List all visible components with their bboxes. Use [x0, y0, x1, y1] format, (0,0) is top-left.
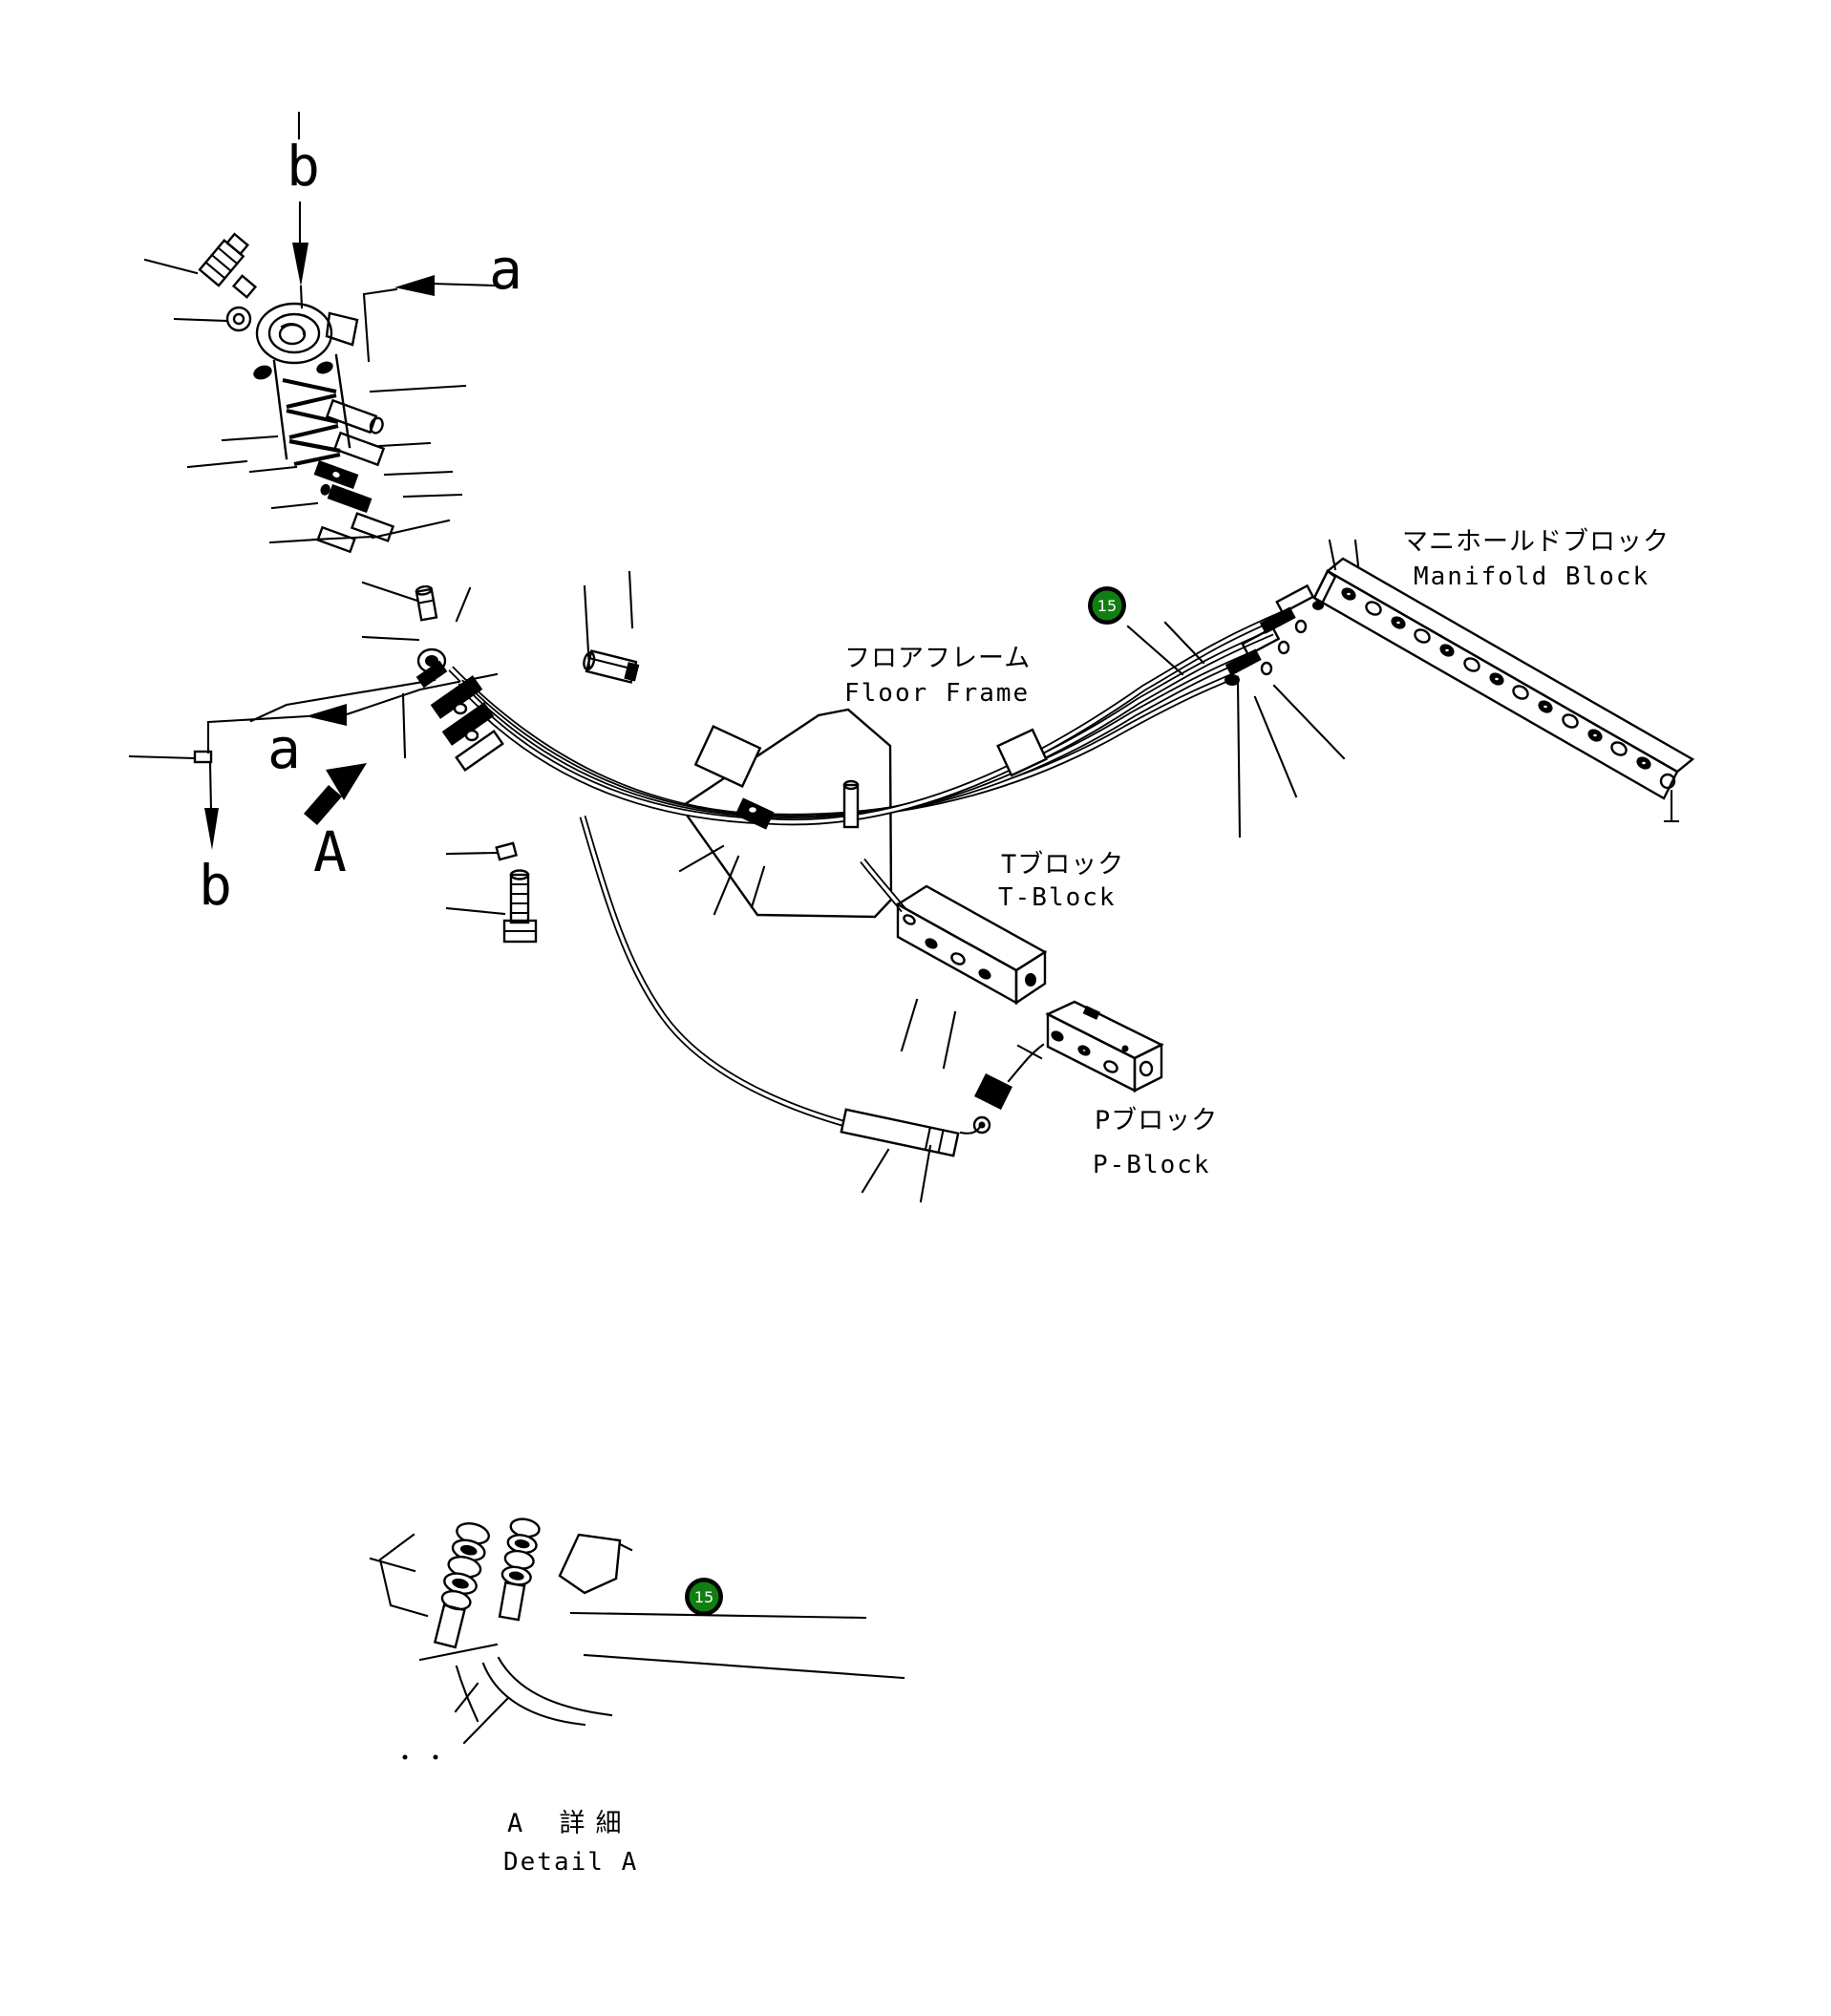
label-detail-a-en: Detail A: [503, 1848, 638, 1877]
view-arrow-a-top: a: [362, 237, 522, 363]
label-t-block-en: T-Block: [998, 883, 1117, 912]
view-arrow-b-top: b: [287, 111, 320, 309]
label-floor-frame-jp: フロアフレーム: [844, 644, 1031, 673]
part-callout-number-2: 15: [694, 1588, 713, 1606]
label-manifold-en: Manifold Block: [1414, 562, 1650, 591]
labels: マニホールドブロック Manifold Block フロアフレーム Floor …: [503, 527, 1670, 1877]
detail-a-direction-arrow: A: [304, 763, 367, 884]
part-callout-badge-1[interactable]: 15: [1088, 586, 1126, 625]
view-letter-a-bottom: a: [267, 716, 301, 781]
hose-clamp-assembly: [361, 570, 640, 944]
detail-arrow-letter: A: [313, 819, 347, 884]
long-hose: [583, 817, 1045, 1203]
view-arrow-a-bottom: a: [206, 672, 499, 781]
ppc-valve-assembly: [143, 232, 467, 554]
view-letter-b-bottom: b: [199, 853, 232, 918]
t-block: [862, 860, 1048, 1070]
label-floor-frame-en: Floor Frame: [844, 679, 1030, 708]
view-letter-a-top: a: [489, 237, 522, 302]
view-arrow-b-bottom: b: [128, 721, 232, 918]
manifold-block: [1126, 539, 1695, 838]
label-p-block-en: P-Block: [1093, 1151, 1211, 1179]
part-callout-number-1: 15: [1097, 597, 1117, 615]
label-manifold-jp: マニホールドブロック: [1402, 527, 1670, 557]
label-t-block-jp: Tブロック: [1001, 850, 1124, 880]
label-detail-a-jp: A 詳細: [507, 1809, 632, 1838]
part-callout-badge-2[interactable]: 15: [685, 1578, 723, 1616]
view-letter-b-top: b: [287, 134, 320, 199]
label-p-block-jp: Pブロック: [1095, 1106, 1218, 1135]
detail-a-drawing: [369, 1517, 905, 1760]
hose-bundle: [451, 611, 1289, 830]
floor-frame-outline: [678, 708, 893, 919]
manifold-ports: [1341, 587, 1651, 770]
p-block: [1016, 1000, 1164, 1093]
